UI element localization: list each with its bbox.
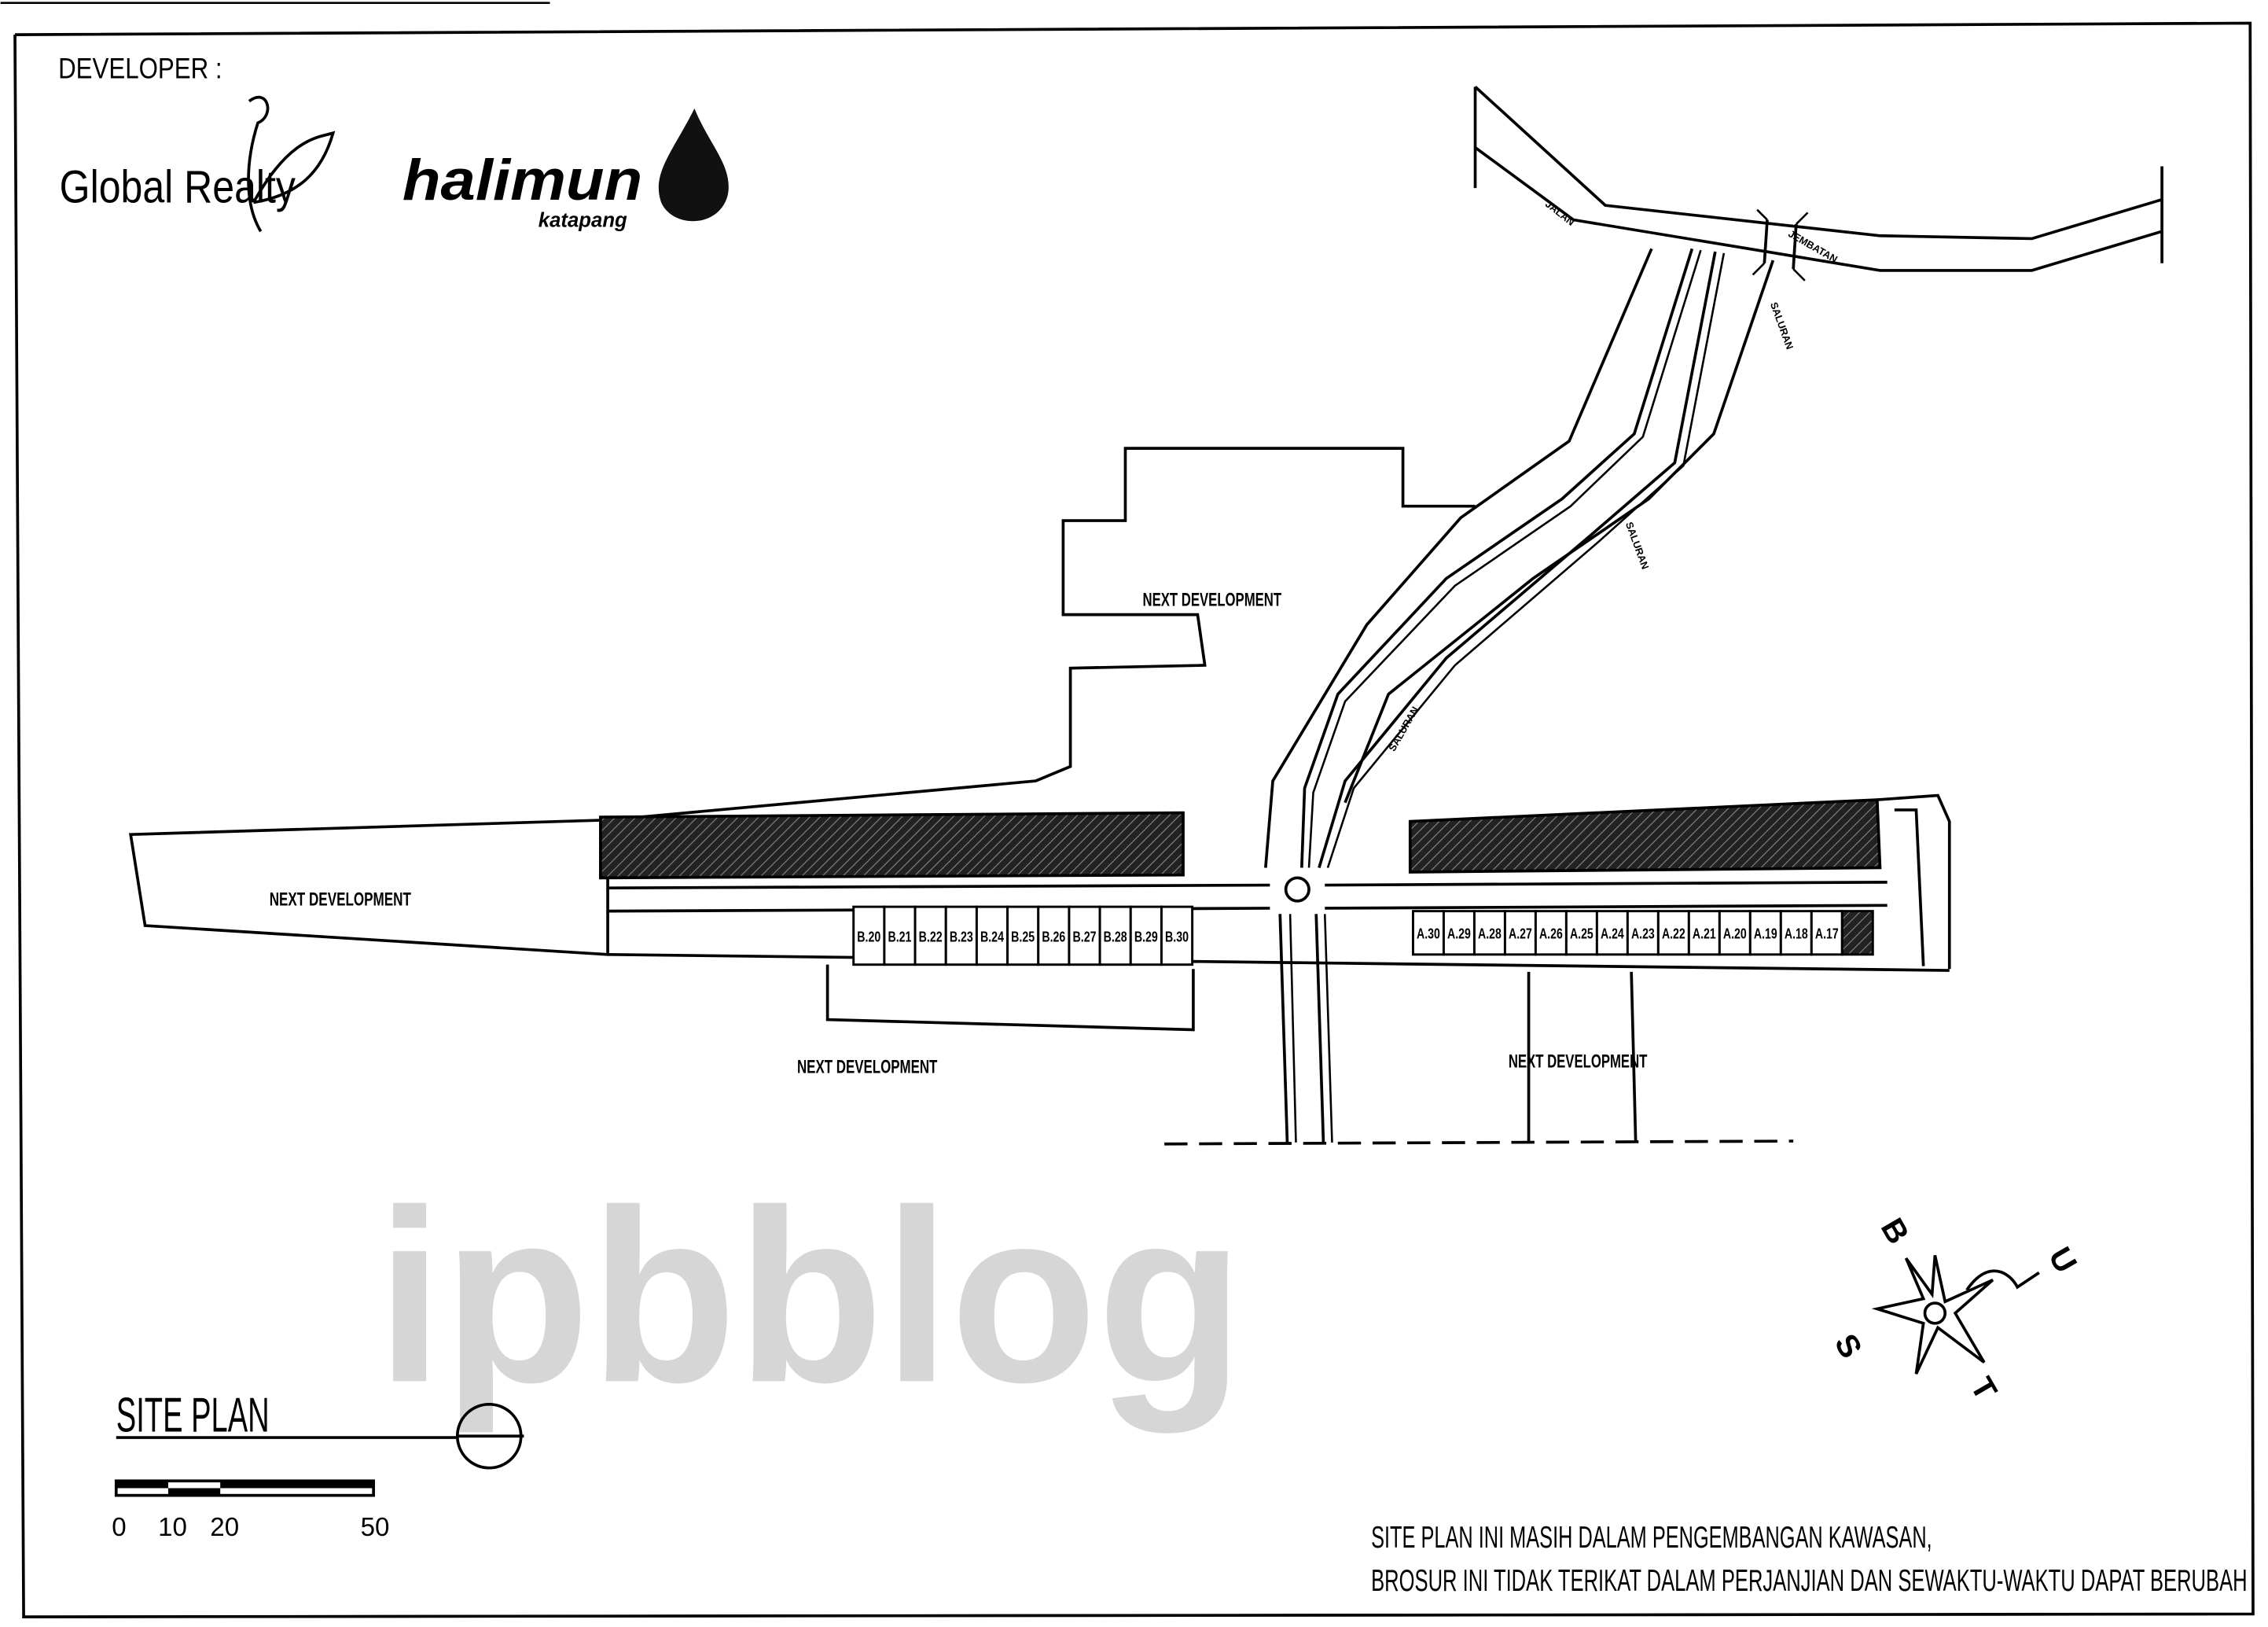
lot-label: A.21 bbox=[1693, 926, 1716, 942]
lot bbox=[1037, 905, 1071, 966]
lot bbox=[852, 905, 886, 966]
lot bbox=[1503, 910, 1537, 956]
access-road: SALURAN SALURAN SALURAN bbox=[1264, 248, 1796, 868]
saluran-label-1: SALURAN bbox=[1768, 300, 1796, 351]
roundabout bbox=[1284, 876, 1310, 903]
bridge: JEMBATAN bbox=[1752, 208, 1840, 282]
lot-label: A.19 bbox=[1754, 926, 1777, 942]
lot bbox=[1656, 910, 1690, 956]
lot-row-b: B.20 B.21 B.22 B.23 B.24 B.25 B.26 B.27 B.28 B.29… bbox=[852, 905, 1194, 966]
lot-label: A.28 bbox=[1478, 926, 1502, 942]
lot-label: A.30 bbox=[1417, 926, 1440, 942]
parcel-line bbox=[1630, 971, 1638, 1143]
scale-tick: 20 bbox=[210, 1513, 239, 1542]
lot bbox=[975, 905, 1009, 966]
lot bbox=[944, 905, 978, 966]
next-dev-label-south: NEXT DEVELOPMENT bbox=[797, 1057, 938, 1078]
block-b-north bbox=[599, 811, 1185, 880]
compass-south: S bbox=[1828, 1327, 1869, 1364]
lot bbox=[1160, 905, 1194, 966]
lot-label: B.23 bbox=[950, 928, 973, 944]
compass-rose: U B S T bbox=[1828, 1212, 2085, 1406]
compass-west: B bbox=[1874, 1212, 1917, 1250]
lot bbox=[1748, 910, 1782, 956]
halimun-logo: halimun katapang bbox=[403, 108, 729, 232]
global-realty-logo: Global Realty bbox=[60, 95, 336, 233]
main-road: JALAN JEMBATAN bbox=[1473, 85, 2163, 282]
lot-label: B.27 bbox=[1073, 928, 1097, 944]
scale-bar bbox=[114, 1479, 375, 1497]
lot bbox=[1472, 910, 1506, 956]
developer-label: DEVELOPER : bbox=[58, 53, 222, 85]
lot bbox=[1534, 910, 1568, 956]
lot-row-a: A.30 A.29 A.28 A.27 A.26 A.25 A.24 A.23 A.22 A.21… bbox=[1411, 910, 1874, 956]
north-arrow-icon bbox=[1965, 1269, 2040, 1291]
compass-north: U bbox=[2042, 1241, 2084, 1279]
global-realty-logo-text: Global Realty bbox=[60, 161, 296, 213]
lot bbox=[883, 905, 917, 966]
next-dev-label-west: NEXT DEVELOPMENT bbox=[270, 889, 412, 910]
lot-label: B.20 bbox=[857, 928, 880, 944]
lot-label: A.27 bbox=[1509, 926, 1532, 942]
saluran-label-2: SALURAN bbox=[1623, 521, 1652, 571]
leaf-icon bbox=[247, 95, 336, 233]
water-drop-icon bbox=[658, 108, 729, 222]
lot-label: A.26 bbox=[1539, 926, 1563, 942]
lot-label: B.28 bbox=[1104, 928, 1127, 944]
title-block: SITE PLAN 0 10 20 50 bbox=[112, 1388, 524, 1542]
lot bbox=[1006, 905, 1040, 966]
lot-label: B.25 bbox=[1011, 928, 1035, 944]
lot-label: B.22 bbox=[919, 928, 943, 944]
next-dev-label-north: NEXT DEVELOPMENT bbox=[1143, 590, 1282, 611]
compass-star-icon bbox=[1871, 1254, 1994, 1375]
next-dev-label-east: NEXT DEVELOPMENT bbox=[1509, 1051, 1648, 1072]
scale-tick: 0 bbox=[112, 1513, 126, 1542]
lot bbox=[1840, 910, 1874, 956]
lot bbox=[1779, 910, 1813, 956]
lot-label: A.29 bbox=[1447, 926, 1471, 942]
lot bbox=[1718, 910, 1752, 956]
scale-tick: 50 bbox=[361, 1513, 390, 1542]
dashed-boundary bbox=[1164, 1139, 1794, 1146]
halimun-logo-subtext: katapang bbox=[539, 210, 627, 232]
lot-label: B.24 bbox=[980, 928, 1005, 944]
lot bbox=[1129, 905, 1163, 966]
lot-label: A.20 bbox=[1723, 926, 1747, 942]
lot-label: B.29 bbox=[1134, 928, 1158, 944]
next-development-south bbox=[825, 964, 1195, 1032]
lot-label: A.25 bbox=[1570, 926, 1593, 942]
halimun-logo-text: halimun bbox=[403, 147, 642, 212]
page-border bbox=[13, 21, 2255, 1618]
lot bbox=[913, 905, 947, 966]
note-line-1: SITE PLAN INI MASIH DALAM PENGEMBANGAN K… bbox=[1371, 1521, 1932, 1555]
next-development-north bbox=[607, 447, 1476, 822]
jalan-label: JALAN bbox=[1543, 198, 1577, 228]
lot-label: A.24 bbox=[1601, 926, 1624, 942]
lot-label: B.26 bbox=[1042, 928, 1065, 944]
note-line-2: BROSUR INI TIDAK TERIKAT DALAM PERJANJIA… bbox=[1371, 1564, 2248, 1598]
block-a-north bbox=[1408, 798, 1882, 874]
lot-label: A.18 bbox=[1785, 926, 1808, 942]
compass-east: T bbox=[1964, 1371, 2005, 1406]
next-development-west bbox=[129, 818, 609, 956]
lot-label: A.23 bbox=[1631, 926, 1655, 942]
lot-label: A.17 bbox=[1815, 926, 1839, 942]
site-plan-title: SITE PLAN bbox=[116, 1388, 270, 1443]
lot-label: A.22 bbox=[1662, 926, 1685, 942]
lot-label: B.21 bbox=[888, 928, 911, 944]
lot-label: B.30 bbox=[1165, 928, 1189, 944]
lot bbox=[1411, 910, 1445, 956]
scale-tick: 10 bbox=[158, 1513, 187, 1542]
lot bbox=[1687, 910, 1721, 956]
compass-center bbox=[1923, 1301, 1947, 1325]
watermark: ipbblog bbox=[377, 1159, 1244, 1434]
